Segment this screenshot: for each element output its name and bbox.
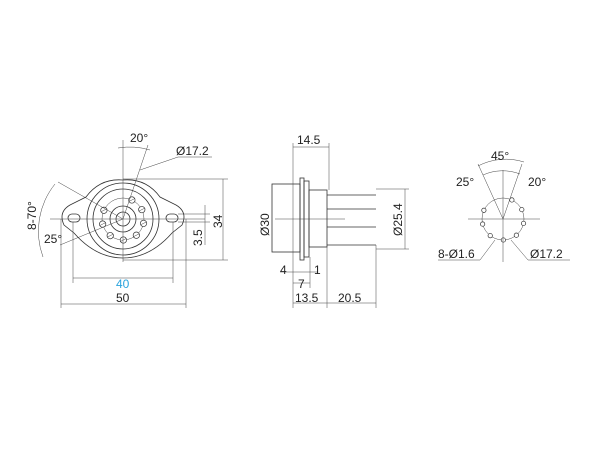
pin-holes-label: 8-Ø1.6 — [438, 247, 475, 261]
pin-slot — [106, 233, 114, 238]
base — [308, 189, 328, 248]
pin-holes — [480, 197, 527, 243]
pins — [327, 194, 376, 246]
flange-a-label: 4 — [280, 263, 287, 277]
body — [271, 183, 301, 253]
pin-slot — [140, 221, 147, 226]
pin-circle-dia-label: Ø17.2 — [176, 144, 209, 158]
body-length-label: 13.5 — [295, 291, 319, 305]
front-pins — [99, 196, 148, 244]
pin-slot — [120, 238, 127, 242]
pin-slot — [99, 222, 106, 226]
width-label: 50 — [116, 291, 130, 305]
pin-slot — [133, 233, 140, 238]
pin-slot — [128, 198, 136, 202]
pin-length-label: 20.5 — [338, 291, 362, 305]
body-dia-label: Ø30 — [258, 213, 272, 236]
pin-angle-label: 8-70° — [25, 201, 39, 230]
pin-view: 45° 25° 20° 8-Ø1.6 Ø17.2 — [438, 149, 570, 262]
front-view: 20° Ø17.2 8-70° 25° 3.5 34 40 50 — [25, 131, 228, 308]
side-view: 14.5 Ø30 Ø25.4 4 1 7 13.5 20.5 — [258, 133, 409, 308]
pin-dia-label: Ø25.4 — [391, 203, 405, 236]
mount-hole-left — [67, 213, 81, 223]
pin — [481, 207, 487, 213]
top-width-label: 14.5 — [297, 133, 321, 147]
left-angle-label: 25° — [456, 175, 474, 189]
pin-slot — [138, 207, 146, 212]
angle-left-label: 25° — [44, 232, 62, 246]
pin — [513, 232, 519, 238]
pin — [480, 221, 486, 227]
hole-offset-label: 3.5 — [191, 229, 205, 246]
pin — [520, 220, 527, 226]
flange-c-label: 7 — [298, 277, 305, 291]
total-angle-label: 45° — [491, 149, 509, 163]
mount-hole-right — [165, 213, 179, 223]
height-label: 34 — [211, 214, 225, 228]
flange-b-label: 1 — [314, 263, 321, 277]
pin — [519, 207, 525, 213]
pin-circle-dia-label: Ø17.2 — [530, 247, 563, 261]
pin — [500, 237, 506, 243]
right-angle-label: 20° — [528, 175, 546, 189]
angle-top-label: 20° — [130, 131, 148, 145]
pin — [487, 233, 493, 239]
hole-spacing-label: 40 — [116, 277, 130, 291]
